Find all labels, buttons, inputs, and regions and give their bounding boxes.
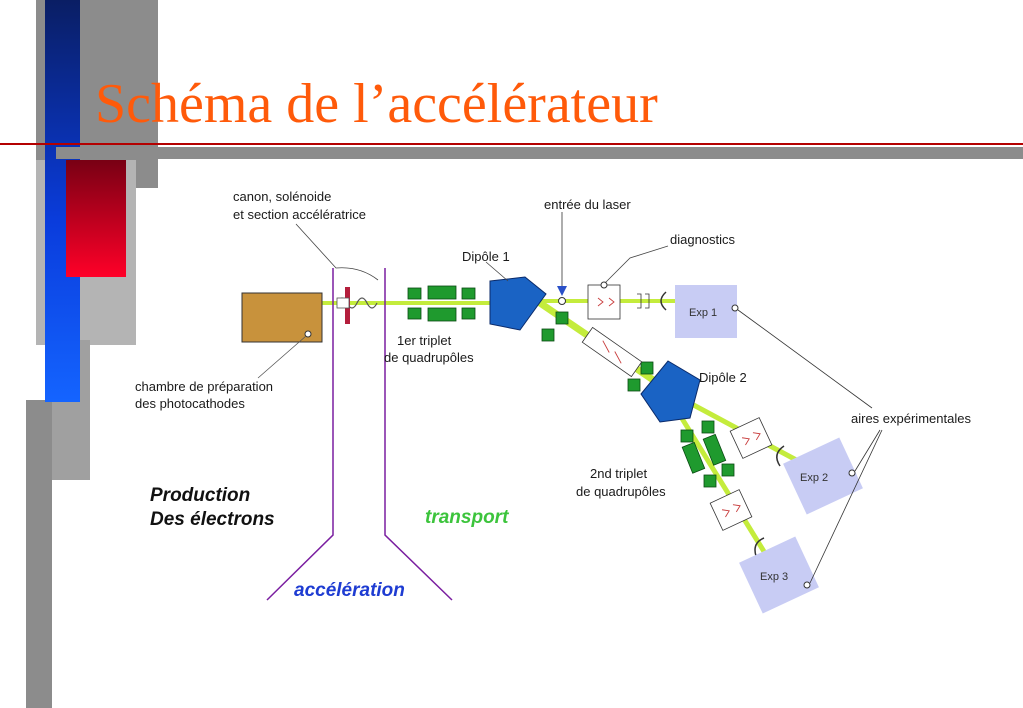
quadrupole (407, 287, 422, 300)
dipole2-label: Dipôle 2 (699, 370, 747, 385)
beam-monitor (581, 326, 643, 378)
title-underline-gray (56, 147, 1023, 159)
aires-label: aires expérimentales (851, 411, 971, 426)
deco-bar-red (66, 160, 126, 277)
laser-arrow (557, 286, 567, 296)
diagnostics-exp2 (729, 417, 773, 459)
quadrupole (701, 420, 715, 434)
accel-boundary-left (266, 268, 334, 601)
triplet2-label-line2: de quadrupôles (576, 484, 666, 499)
diagnostics-leader (604, 245, 669, 284)
quadrupole (680, 429, 694, 443)
laser-marker (558, 297, 566, 305)
exp2-marker (848, 469, 856, 477)
dipole-1 (489, 276, 547, 331)
dipole1-leader (485, 261, 509, 282)
triplet2-label-line1: 2nd triplet (590, 466, 647, 481)
gun-body (336, 297, 350, 309)
accel-boundary-right (384, 268, 453, 601)
chamber-leader (257, 335, 307, 379)
detector-cup-3 (754, 537, 765, 557)
quadrupole (681, 441, 706, 474)
triplet1-label-line1: 1er triplet (397, 333, 452, 348)
quadrupole (427, 307, 457, 322)
exp3-label: Exp 3 (760, 571, 788, 583)
aires-leaders (737, 309, 883, 584)
canon-label: canon, solénoide (233, 189, 331, 204)
diagnostics-marker (600, 281, 608, 289)
exp2-label: Exp 2 (800, 472, 828, 484)
quadrupole (541, 328, 555, 342)
exp2-box (783, 437, 863, 515)
exp1-marker (731, 304, 739, 312)
quadrupole (627, 378, 641, 392)
acceleration-label: accélération (294, 580, 405, 601)
chamber-marker (304, 330, 312, 338)
dipole-2 (640, 360, 701, 423)
laser-label: entrée du laser (544, 197, 631, 212)
quadrupole (702, 433, 727, 466)
diagnostics-exp3 (709, 489, 753, 531)
quadrupole (407, 307, 422, 320)
diagnostics-box (587, 284, 621, 320)
diagnostics-label: diagnostics (670, 232, 736, 247)
quadrupole (640, 361, 654, 375)
production-label-line2: Des électrons (150, 509, 275, 530)
canon-leader (295, 223, 379, 281)
quadrupole (461, 287, 476, 300)
exp1-label: Exp 1 (689, 307, 717, 319)
deco-bar-left-gray (26, 400, 52, 708)
detector-cup-1 (660, 291, 667, 311)
production-label-line1: Production (150, 485, 250, 506)
diagnostics-symbol (597, 297, 615, 307)
chambre-label-line2: des photocathodes (135, 396, 245, 411)
quadrupole (721, 463, 735, 477)
quadrupole (461, 307, 476, 320)
triplet-1 (407, 285, 476, 322)
exp3-box (739, 536, 819, 614)
quadrupole (703, 474, 717, 488)
title-underline-red (0, 143, 1023, 145)
exp3-marker (803, 581, 811, 589)
detector-cup-2 (776, 445, 785, 467)
diagnostic-cup (637, 293, 650, 309)
exp1-box (675, 285, 737, 338)
section-label: et section accélératrice (233, 207, 366, 222)
slide-title: Schéma de l’accélérateur (95, 73, 658, 135)
transport-label: transport (425, 507, 509, 528)
triplet-2 (680, 420, 735, 488)
dipole1-label: Dipôle 1 (462, 249, 510, 264)
quadrupole (427, 285, 457, 300)
triplet1-label-line2: de quadrupôles (384, 350, 474, 365)
chambre-label-line1: chambre de préparation (135, 379, 273, 394)
quadrupole (555, 311, 569, 325)
diagonal-quadrupoles (541, 311, 654, 392)
